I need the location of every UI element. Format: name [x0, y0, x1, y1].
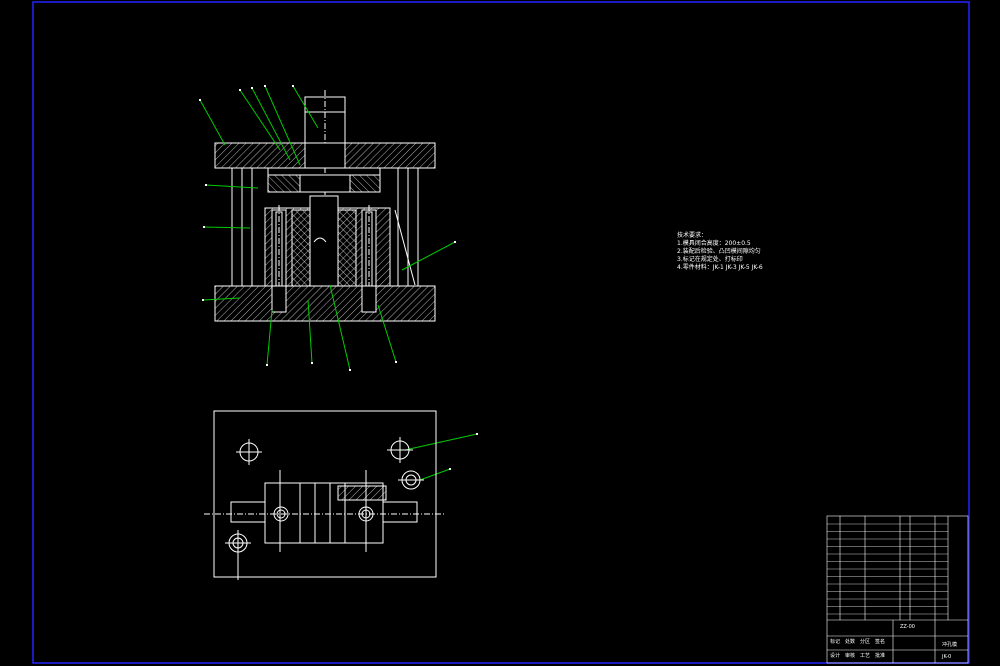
- lower-plate: [214, 285, 436, 322]
- tb-label: 工艺: [860, 653, 871, 659]
- part-name: 冲孔模: [942, 642, 958, 648]
- tb-label: 审核: [845, 653, 856, 659]
- tb-label: 批准: [875, 653, 886, 659]
- note-item: 4.零件材料：JK-1 JK-3 JK-5 JK-6: [677, 264, 763, 271]
- tb-label: 签名: [875, 639, 886, 645]
- drawing-frame: [32, 1, 970, 664]
- tb-label: 处数: [845, 639, 856, 645]
- note-item: 2.装配后检验、凸凹模间隙均匀: [677, 248, 761, 255]
- sheet-id: JK-0: [942, 654, 952, 660]
- note-item: 1.模具闭合高度：200±0.5: [677, 240, 751, 247]
- title-block: [826, 515, 969, 664]
- technical-notes: 技术要求： 1.模具闭合高度：200±0.5 2.装配后检验、凸凹模间隙均匀 3…: [677, 232, 763, 272]
- tb-label: 标记: [830, 639, 841, 645]
- drawing-number: ZZ-00: [900, 624, 915, 630]
- title-block-rows: [827, 523, 948, 615]
- plan-view: [204, 410, 446, 580]
- tb-label: 分区: [860, 639, 871, 645]
- notes-heading: 技术要求：: [677, 232, 708, 239]
- tb-label: 设计: [830, 653, 841, 659]
- note-item: 3.标记在规定处、打标印: [677, 256, 743, 263]
- section-view: [214, 90, 436, 322]
- leader-lines: [199, 85, 478, 481]
